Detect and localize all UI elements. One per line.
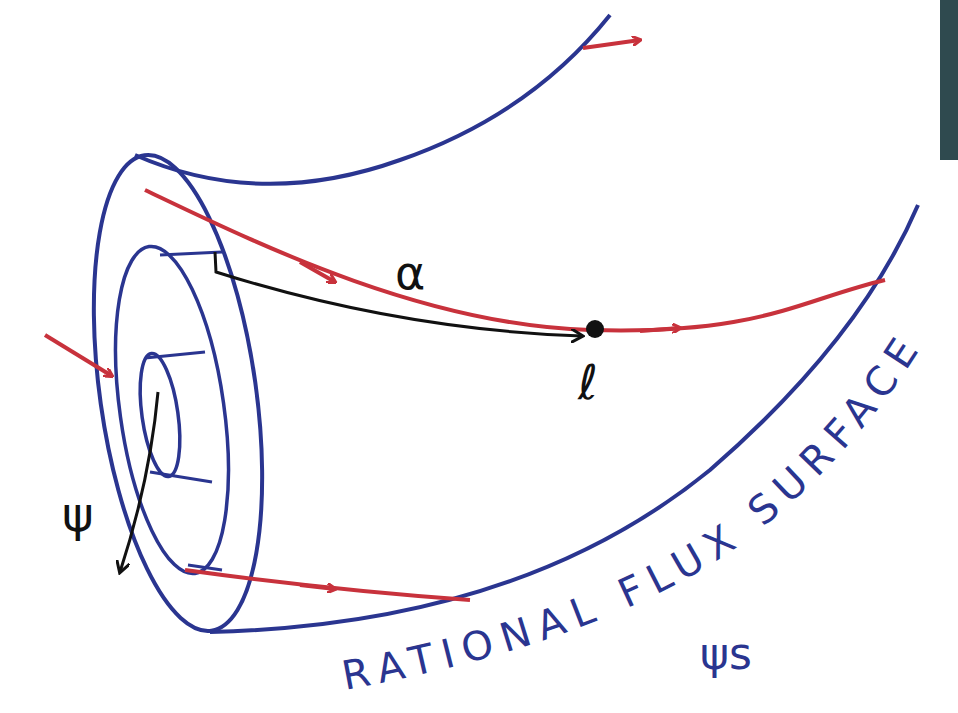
inner-flux-surface: [134, 351, 187, 479]
field-arrow: [45, 335, 112, 376]
psi-coordinate-arrow: [120, 392, 158, 572]
middle-flux-surface: [98, 239, 247, 580]
outer-flux-surface: [67, 144, 288, 641]
field-arrow: [583, 40, 640, 48]
corner-bar: [940, 0, 958, 160]
psi-label: ψ: [62, 490, 94, 538]
alpha-label: α: [395, 250, 425, 296]
field-line: [145, 190, 885, 330]
field-arrow: [300, 262, 335, 282]
surface-label: RATIONAL FLUX SURFACE: [338, 330, 927, 699]
field-arrow: [640, 328, 680, 331]
psi-s-label: ψs: [700, 632, 752, 676]
tube-top-edge: [135, 15, 610, 184]
field-line: [185, 570, 470, 600]
field-arrow: [300, 585, 335, 589]
point-dot: [586, 320, 604, 338]
tube-bottom-edge: [210, 205, 918, 632]
l-label: ℓ: [578, 358, 598, 406]
